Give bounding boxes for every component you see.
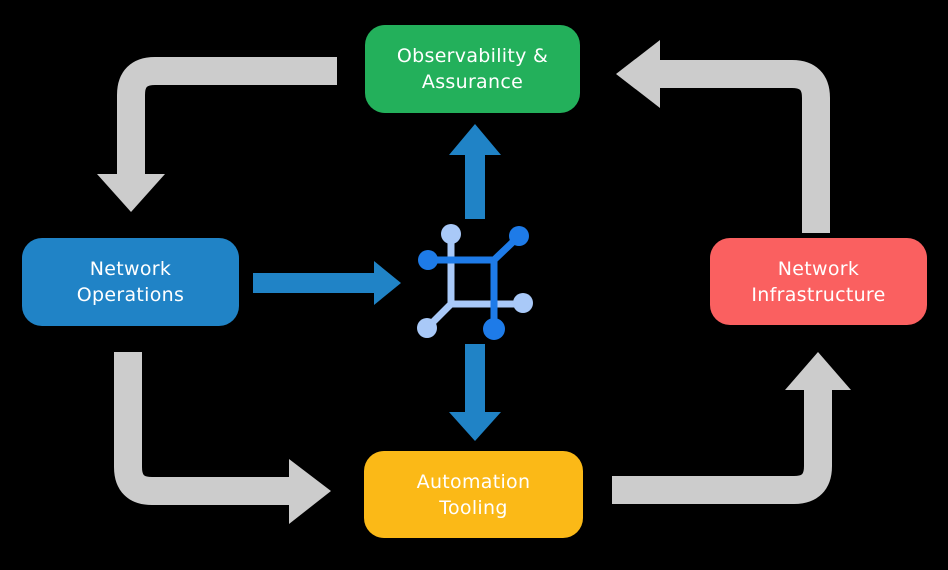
node-network-infrastructure: Network Infrastructure xyxy=(710,238,927,325)
flow-arrow-automation-tooling-to-network-infrastructure xyxy=(612,352,851,504)
node-automation-tooling: Automation Tooling xyxy=(364,451,583,538)
icon-node-right xyxy=(513,293,533,313)
flow-arrow-network-operations-to-center xyxy=(253,261,401,305)
node-network-infrastructure-label: Network Infrastructure xyxy=(751,257,886,306)
flow-arrow-center-to-automation-tooling xyxy=(449,344,501,441)
icon-node-top-right xyxy=(509,226,529,246)
icon-node-bottom xyxy=(483,318,505,340)
node-network-operations: Network Operations xyxy=(22,238,239,326)
flow-arrow-center-to-observability xyxy=(449,124,501,219)
icon-node-top-left xyxy=(441,224,461,244)
flow-arrow-network-infrastructure-to-observability xyxy=(616,40,830,233)
icon-node-bottom-left xyxy=(417,318,437,338)
flow-arrow-network-operations-to-automation-tooling xyxy=(114,352,331,524)
network-automation-icon xyxy=(417,224,533,340)
node-observability-label: Observability & Assurance xyxy=(396,45,549,93)
node-automation-tooling-label: Automation Tooling xyxy=(416,470,531,519)
icon-node-left xyxy=(418,250,438,270)
node-observability: Observability & Assurance xyxy=(365,25,580,113)
node-network-operations-label: Network Operations xyxy=(76,258,185,306)
flow-arrow-observability-to-network-operations xyxy=(97,57,337,212)
